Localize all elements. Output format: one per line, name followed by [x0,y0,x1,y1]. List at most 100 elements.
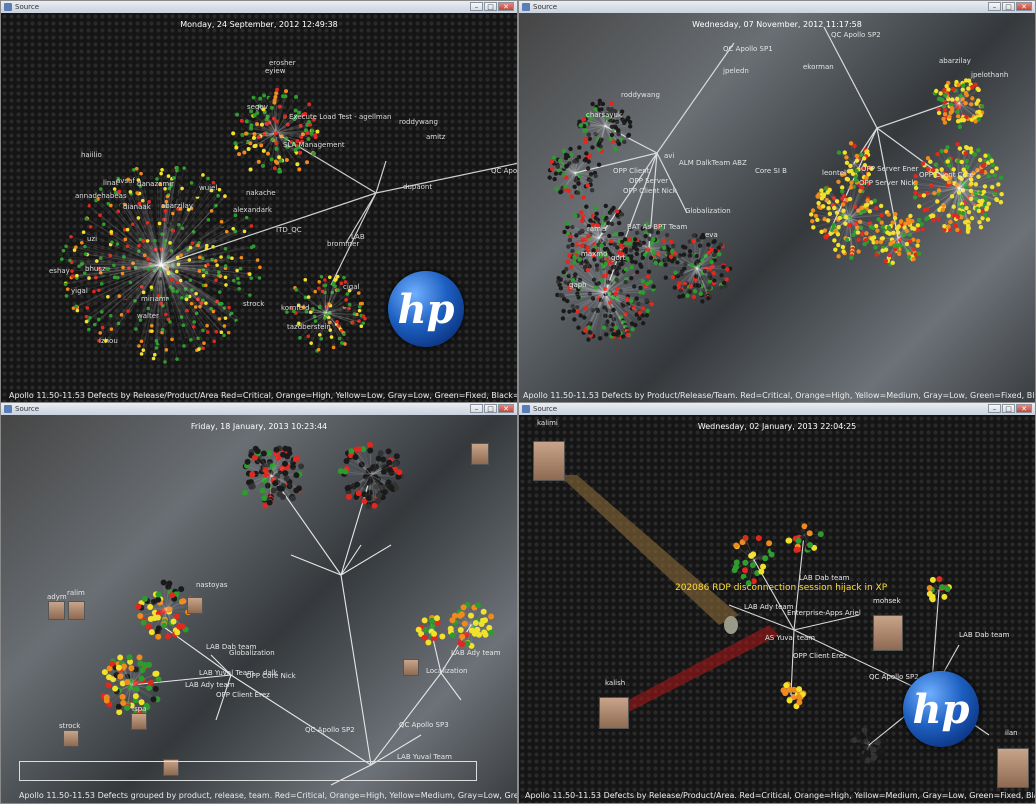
defect-node[interactable] [333,284,337,288]
defect-node[interactable] [693,274,699,279]
defect-node[interactable] [386,466,393,473]
defect-node[interactable] [255,110,260,115]
defect-node[interactable] [989,158,994,164]
defect-node[interactable] [110,240,114,244]
defect-node[interactable] [115,275,120,280]
defect-node[interactable] [283,114,288,119]
defect-node[interactable] [968,196,974,201]
defect-node[interactable] [298,463,305,470]
defect-node[interactable] [305,160,310,165]
defect-node[interactable] [588,115,594,121]
defect-node[interactable] [642,252,648,258]
defect-node[interactable] [960,188,966,193]
defect-node[interactable] [879,220,884,225]
defect-node[interactable] [258,96,263,101]
defect-node[interactable] [274,473,281,480]
defect-node[interactable] [296,303,301,308]
defect-node[interactable] [598,297,604,303]
defect-node[interactable] [153,247,158,252]
defect-node[interactable] [678,288,683,293]
defect-node[interactable] [105,682,112,689]
defect-node[interactable] [196,336,200,341]
defect-node[interactable] [171,289,176,293]
defect-node[interactable] [460,604,467,611]
defect-node[interactable] [482,617,489,624]
defect-node[interactable] [946,87,951,92]
defect-node[interactable] [565,221,570,226]
defect-node[interactable] [963,170,968,175]
defect-node[interactable] [145,221,150,225]
defect-node[interactable] [634,251,640,257]
defect-node[interactable] [343,342,347,346]
defect-node[interactable] [99,187,103,191]
defect-node[interactable] [136,178,141,182]
defect-node[interactable] [670,248,675,254]
defect-node[interactable] [179,315,184,319]
defect-node[interactable] [785,537,792,544]
defect-node[interactable] [117,654,124,661]
defect-node[interactable] [323,278,327,282]
defect-node[interactable] [607,269,613,275]
defect-node[interactable] [163,186,167,191]
defect-node[interactable] [154,614,161,621]
defect-node[interactable] [72,248,77,252]
defect-node[interactable] [641,240,646,246]
defect-node[interactable] [567,161,572,166]
defect-node[interactable] [265,114,270,119]
defect-node[interactable] [370,465,377,472]
defect-node[interactable] [75,273,79,278]
defect-node[interactable] [371,502,378,509]
defect-node[interactable] [259,487,266,494]
defect-node[interactable] [725,267,730,272]
defect-node[interactable] [117,294,122,298]
timeline-segment[interactable] [20,762,477,780]
defect-node[interactable] [990,162,996,168]
defect-node[interactable] [645,274,651,279]
defect-node[interactable] [235,268,239,273]
defect-node[interactable] [120,271,125,276]
defect-node[interactable] [342,332,346,337]
defect-node[interactable] [224,283,228,287]
defect-node[interactable] [848,185,854,190]
defect-node[interactable] [699,276,704,281]
defect-node[interactable] [306,295,311,299]
defect-node[interactable] [950,213,956,218]
defect-node[interactable] [192,320,196,324]
defect-node[interactable] [942,120,948,125]
defect-node[interactable] [139,352,144,356]
maximize-button[interactable]: □ [1002,2,1015,11]
defect-node[interactable] [855,225,860,230]
defect-node[interactable] [586,159,591,164]
defect-node[interactable] [191,230,196,234]
defect-node[interactable] [151,294,155,299]
defect-node[interactable] [558,293,563,298]
defect-node[interactable] [132,293,137,297]
defect-node[interactable] [842,150,847,155]
defect-node[interactable] [224,229,229,234]
defect-node[interactable] [365,494,372,501]
defect-node[interactable] [243,226,248,231]
defect-node[interactable] [278,169,283,174]
defect-node[interactable] [612,242,617,247]
defect-node[interactable] [434,619,441,626]
defect-node[interactable] [946,224,951,229]
defect-node[interactable] [350,320,355,325]
defect-node[interactable] [272,480,279,487]
defect-node[interactable] [256,159,261,164]
defect-node[interactable] [833,228,838,233]
defect-node[interactable] [266,140,271,145]
defect-node[interactable] [947,114,952,120]
defect-node[interactable] [201,273,206,278]
defect-node[interactable] [610,139,615,145]
defect-node[interactable] [925,166,931,172]
defect-node[interactable] [305,131,310,136]
defect-node[interactable] [901,233,906,238]
defect-node[interactable] [717,252,722,257]
defect-node[interactable] [895,230,901,235]
defect-node[interactable] [261,107,266,112]
defect-node[interactable] [169,278,174,282]
defect-node[interactable] [439,633,446,640]
defect-node[interactable] [606,291,612,296]
defect-node[interactable] [63,282,68,287]
defect-node[interactable] [637,316,642,321]
